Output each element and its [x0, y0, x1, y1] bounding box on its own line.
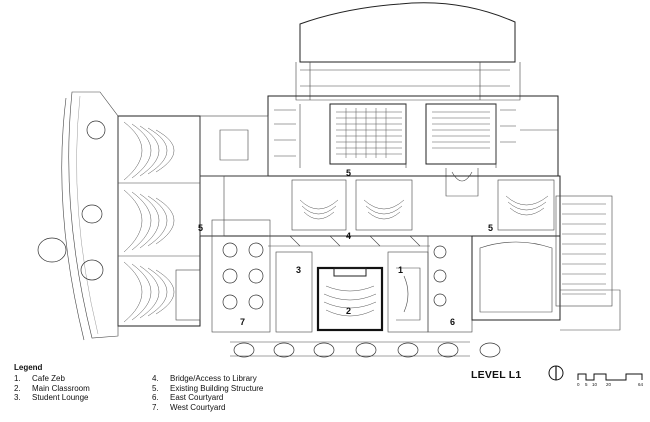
legend-column-right: 4.Bridge/Access to Library 5.Existing Bu…: [152, 374, 263, 412]
room-marker-6: 6: [450, 317, 456, 327]
left-lecture-halls: [61, 91, 201, 341]
bridge: [268, 235, 430, 247]
legend-column-left: 1.Cafe Zeb 2.Main Classroom 3.Student Lo…: [14, 374, 90, 403]
room-marker-1: 1: [398, 265, 404, 275]
west-trees: [37, 120, 106, 281]
room-marker-5-north: 5: [346, 168, 352, 178]
central-corridor: [200, 175, 561, 237]
scale-tick: 5: [585, 382, 588, 387]
north-arrow-icon: [548, 365, 564, 381]
legend-item: 7.West Courtyard: [152, 402, 226, 412]
level-label: LEVEL L1: [471, 369, 522, 381]
legend-item: 2.Main Classroom: [14, 383, 90, 393]
legend-item: 1.Cafe Zeb: [14, 374, 65, 383]
scale-bar-icon: [577, 373, 643, 381]
upper-classroom-block: [267, 95, 559, 197]
legend-item: 5.Existing Building Structure: [152, 383, 264, 393]
scale-tick: 10: [592, 382, 598, 387]
west-rooms: [175, 115, 269, 321]
main-classroom: [316, 266, 384, 332]
room-marker-4: 4: [346, 231, 352, 241]
lounge-and-cafe: [275, 251, 429, 333]
existing-building-north: [295, 2, 521, 101]
legend-title: Legend: [14, 363, 43, 372]
legend-item: 3.Student Lounge: [14, 393, 89, 403]
legend-item: 4.Bridge/Access to Library: [152, 374, 257, 383]
room-marker-2: 2: [346, 306, 352, 316]
room-marker-5-west: 5: [198, 223, 204, 233]
room-marker-5-east: 5: [488, 223, 494, 233]
room-marker-7: 7: [240, 317, 246, 327]
scale-tick: 0: [577, 382, 580, 387]
legend-item: 6.East Courtyard: [152, 393, 224, 403]
upper-classroom-seating: [336, 108, 490, 158]
east-auditorium: [471, 195, 621, 331]
room-marker-3: 3: [296, 265, 302, 275]
scale-tick: 64: [638, 382, 644, 387]
scale-tick: 20: [606, 382, 612, 387]
south-colonnade: [230, 341, 501, 358]
west-courtyard: [211, 219, 271, 333]
